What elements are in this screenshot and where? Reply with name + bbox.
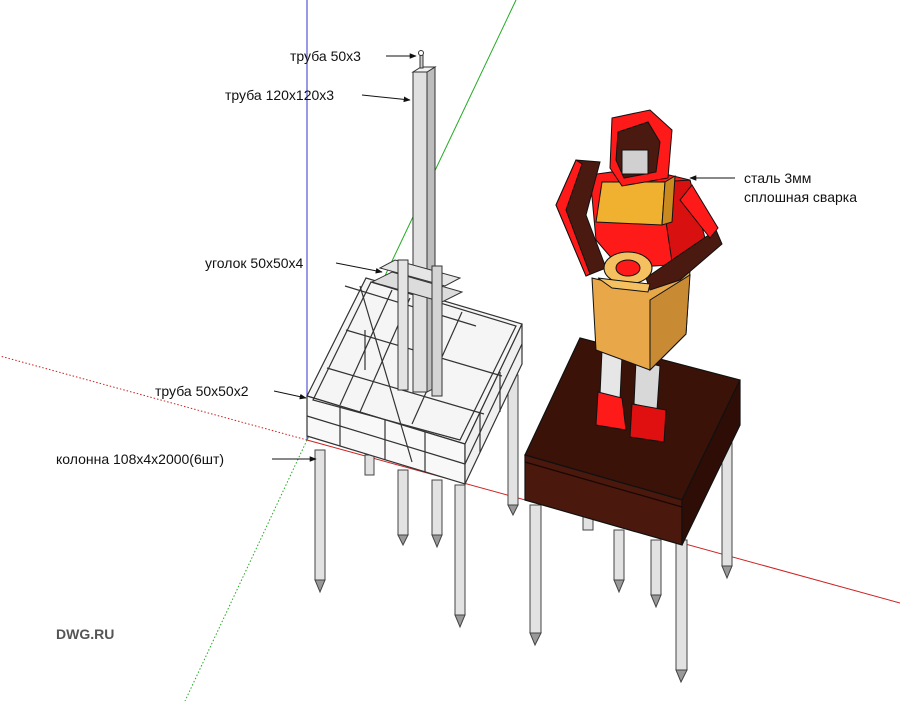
watermark: DWG.RU <box>56 626 115 642</box>
label-angle: уголок 50x50x4 <box>205 255 304 271</box>
axis-red-dotted <box>0 355 308 441</box>
main-pipe <box>370 50 464 397</box>
pedestal <box>524 337 741 546</box>
label-columns: колонна 108x4x2000(6шт) <box>56 451 225 467</box>
leader-pipe-large <box>361 94 411 103</box>
leader-angle <box>335 262 383 274</box>
welder-figure <box>555 109 723 443</box>
leader-lines <box>272 53 735 462</box>
leader-pipe-frame <box>273 390 307 400</box>
label-steel-line1: сталь 3мм <box>744 170 812 186</box>
label-pipe-large: труба 120x120x3 <box>225 87 335 103</box>
label-steel-line2: сплошная сварка <box>744 189 857 205</box>
label-pipe-frame: труба 50x50x2 <box>155 383 249 399</box>
axis-green-dotted <box>184 439 308 701</box>
pedestal-legs <box>529 437 733 684</box>
label-pipe-small: труба 50x3 <box>290 48 361 64</box>
